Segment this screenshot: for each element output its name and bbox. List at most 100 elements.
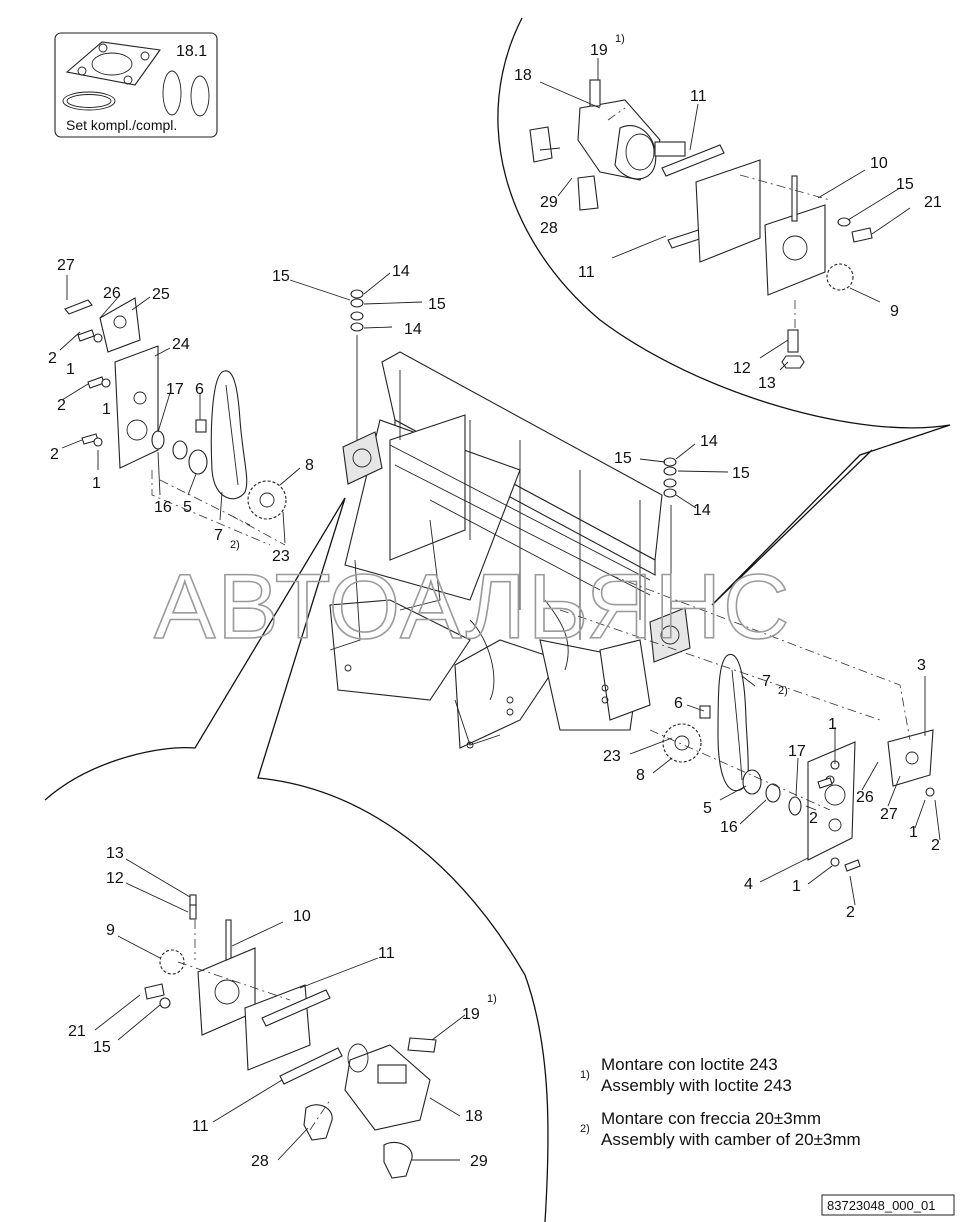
callout-number: 19 <box>462 1006 480 1023</box>
callout-number: 9 <box>890 303 899 320</box>
callout-number: 1 <box>909 824 918 841</box>
left-bearing-plate <box>342 335 383 485</box>
left-sprocket-icon <box>247 480 287 520</box>
callout-number: 9 <box>106 922 115 939</box>
callout-number: 8 <box>305 457 314 474</box>
bottom-sprocket-icon <box>159 949 185 975</box>
callouts-center: 15 14 15 14 15 14 15 14 <box>272 263 750 519</box>
note-1-line-1: Montare con loctite 243 <box>601 1055 778 1074</box>
callout-number: 15 <box>732 465 750 482</box>
left-drive-assembly <box>64 297 287 546</box>
callout-number: 14 <box>693 502 711 519</box>
callout-number: 19 <box>590 42 608 59</box>
callout-number: 14 <box>700 433 718 450</box>
callout-number: 2 <box>48 350 57 367</box>
callout-number: 21 <box>924 194 942 211</box>
callout-number: 27 <box>57 257 75 274</box>
callout-number: 13 <box>106 845 124 862</box>
callout-number: 25 <box>152 286 170 303</box>
right-bearing-plate <box>649 505 691 663</box>
assembly-notes: 1) Montare con loctite 243 Assembly with… <box>580 1055 861 1149</box>
callout-number: 15 <box>896 176 914 193</box>
callouts-top: 19 1) 18 11 10 15 21 29 28 11 9 12 13 <box>514 33 942 392</box>
right-drive-assembly <box>559 574 935 872</box>
callout-number: 18 <box>465 1108 483 1125</box>
callout-number: 15 <box>614 450 632 467</box>
callout-number: 26 <box>856 789 874 806</box>
callout-number: 5 <box>183 499 192 516</box>
callout-number: 29 <box>540 194 558 211</box>
callout-number: 27 <box>880 806 898 823</box>
callouts-right: 3 7 2) 6 1 23 8 17 26 27 5 16 2 1 2 4 1 … <box>603 657 940 921</box>
callout-number: 5 <box>703 800 712 817</box>
callout-number: 15 <box>272 268 290 285</box>
o-ring-small-icon <box>162 70 182 116</box>
callout-number: 14 <box>392 263 410 280</box>
callout-number: 12 <box>106 870 124 887</box>
left-washer-stack <box>350 289 364 332</box>
callout-number: 6 <box>674 695 683 712</box>
callout-number: 17 <box>166 381 184 398</box>
callout-number: 11 <box>578 264 595 281</box>
callout-number: 17 <box>788 743 806 760</box>
callout-number: 23 <box>603 748 621 765</box>
kit-number: 18.1 <box>176 43 207 60</box>
callout-number: 15 <box>428 296 446 313</box>
callout-number: 11 <box>192 1118 209 1135</box>
callout-number: 2 <box>931 837 940 854</box>
note-1-line-2: Assembly with loctite 243 <box>601 1076 792 1095</box>
top-sprocket-icon <box>826 263 854 291</box>
callout-number: 11 <box>378 945 395 962</box>
callout-number: 13 <box>758 375 776 392</box>
frame-assembly <box>329 351 663 749</box>
top-motor-assembly <box>529 79 873 369</box>
callout-number: 28 <box>540 220 558 237</box>
callout-number: 16 <box>154 499 172 516</box>
callout-number: 2) <box>778 685 788 697</box>
callout-number: 1) <box>615 33 625 45</box>
callout-number: 28 <box>251 1153 269 1170</box>
callout-number: 1) <box>487 993 497 1005</box>
callout-number: 26 <box>103 285 121 302</box>
callouts-left: 27 26 25 24 2 1 2 1 17 6 2 1 16 5 7 2) 8… <box>48 257 314 565</box>
callout-number: 7 <box>214 527 223 544</box>
drawing-code-box: 83723048_000_01 <box>821 1194 955 1216</box>
callout-number: 10 <box>293 908 311 925</box>
callout-number: 2) <box>230 539 240 551</box>
watermark: АВТОАЛЬЯНС <box>154 556 792 658</box>
callout-number: 2 <box>50 446 59 463</box>
callout-number: 1 <box>828 716 837 733</box>
bottom-motor-assembly <box>144 894 437 1179</box>
note-1-marker: 1) <box>580 1069 590 1081</box>
kit-box: 18.1 Set kompl./compl. <box>54 32 218 138</box>
callout-number: 8 <box>636 767 645 784</box>
bottom-detail-outline <box>44 497 549 1222</box>
o-ring-large-icon <box>62 91 116 111</box>
callouts-bottom: 13 12 10 9 11 1) 19 21 15 11 18 28 29 <box>68 845 497 1170</box>
note-2-line-1: Montare con freccia 20±3mm <box>601 1109 821 1128</box>
callout-number: 18 <box>514 67 532 84</box>
right-chain-icon <box>717 653 749 792</box>
leader-lines <box>59 58 941 1161</box>
note-2-marker: 2) <box>580 1123 590 1135</box>
callout-number: 2 <box>846 904 855 921</box>
callout-number: 10 <box>870 155 888 172</box>
callout-number: 4 <box>744 876 753 893</box>
drawing-code: 83723048_000_01 <box>827 1198 935 1213</box>
right-washer-stack <box>663 457 677 498</box>
callout-number: 16 <box>720 819 738 836</box>
callout-number: 7 <box>762 673 771 690</box>
callout-number: 15 <box>93 1039 111 1056</box>
callout-number: 1 <box>102 401 111 418</box>
callout-number: 1 <box>66 361 75 378</box>
callout-number: 21 <box>68 1023 86 1040</box>
callout-number: 2 <box>809 810 818 827</box>
note-2-line-2: Assembly with camber of 20±3mm <box>601 1130 861 1149</box>
callout-number: 6 <box>195 381 204 398</box>
callout-number: 23 <box>272 548 290 565</box>
callout-number: 14 <box>404 321 422 338</box>
callout-number: 29 <box>470 1153 488 1170</box>
callout-number: 11 <box>690 88 707 105</box>
callout-number: 1 <box>792 878 801 895</box>
